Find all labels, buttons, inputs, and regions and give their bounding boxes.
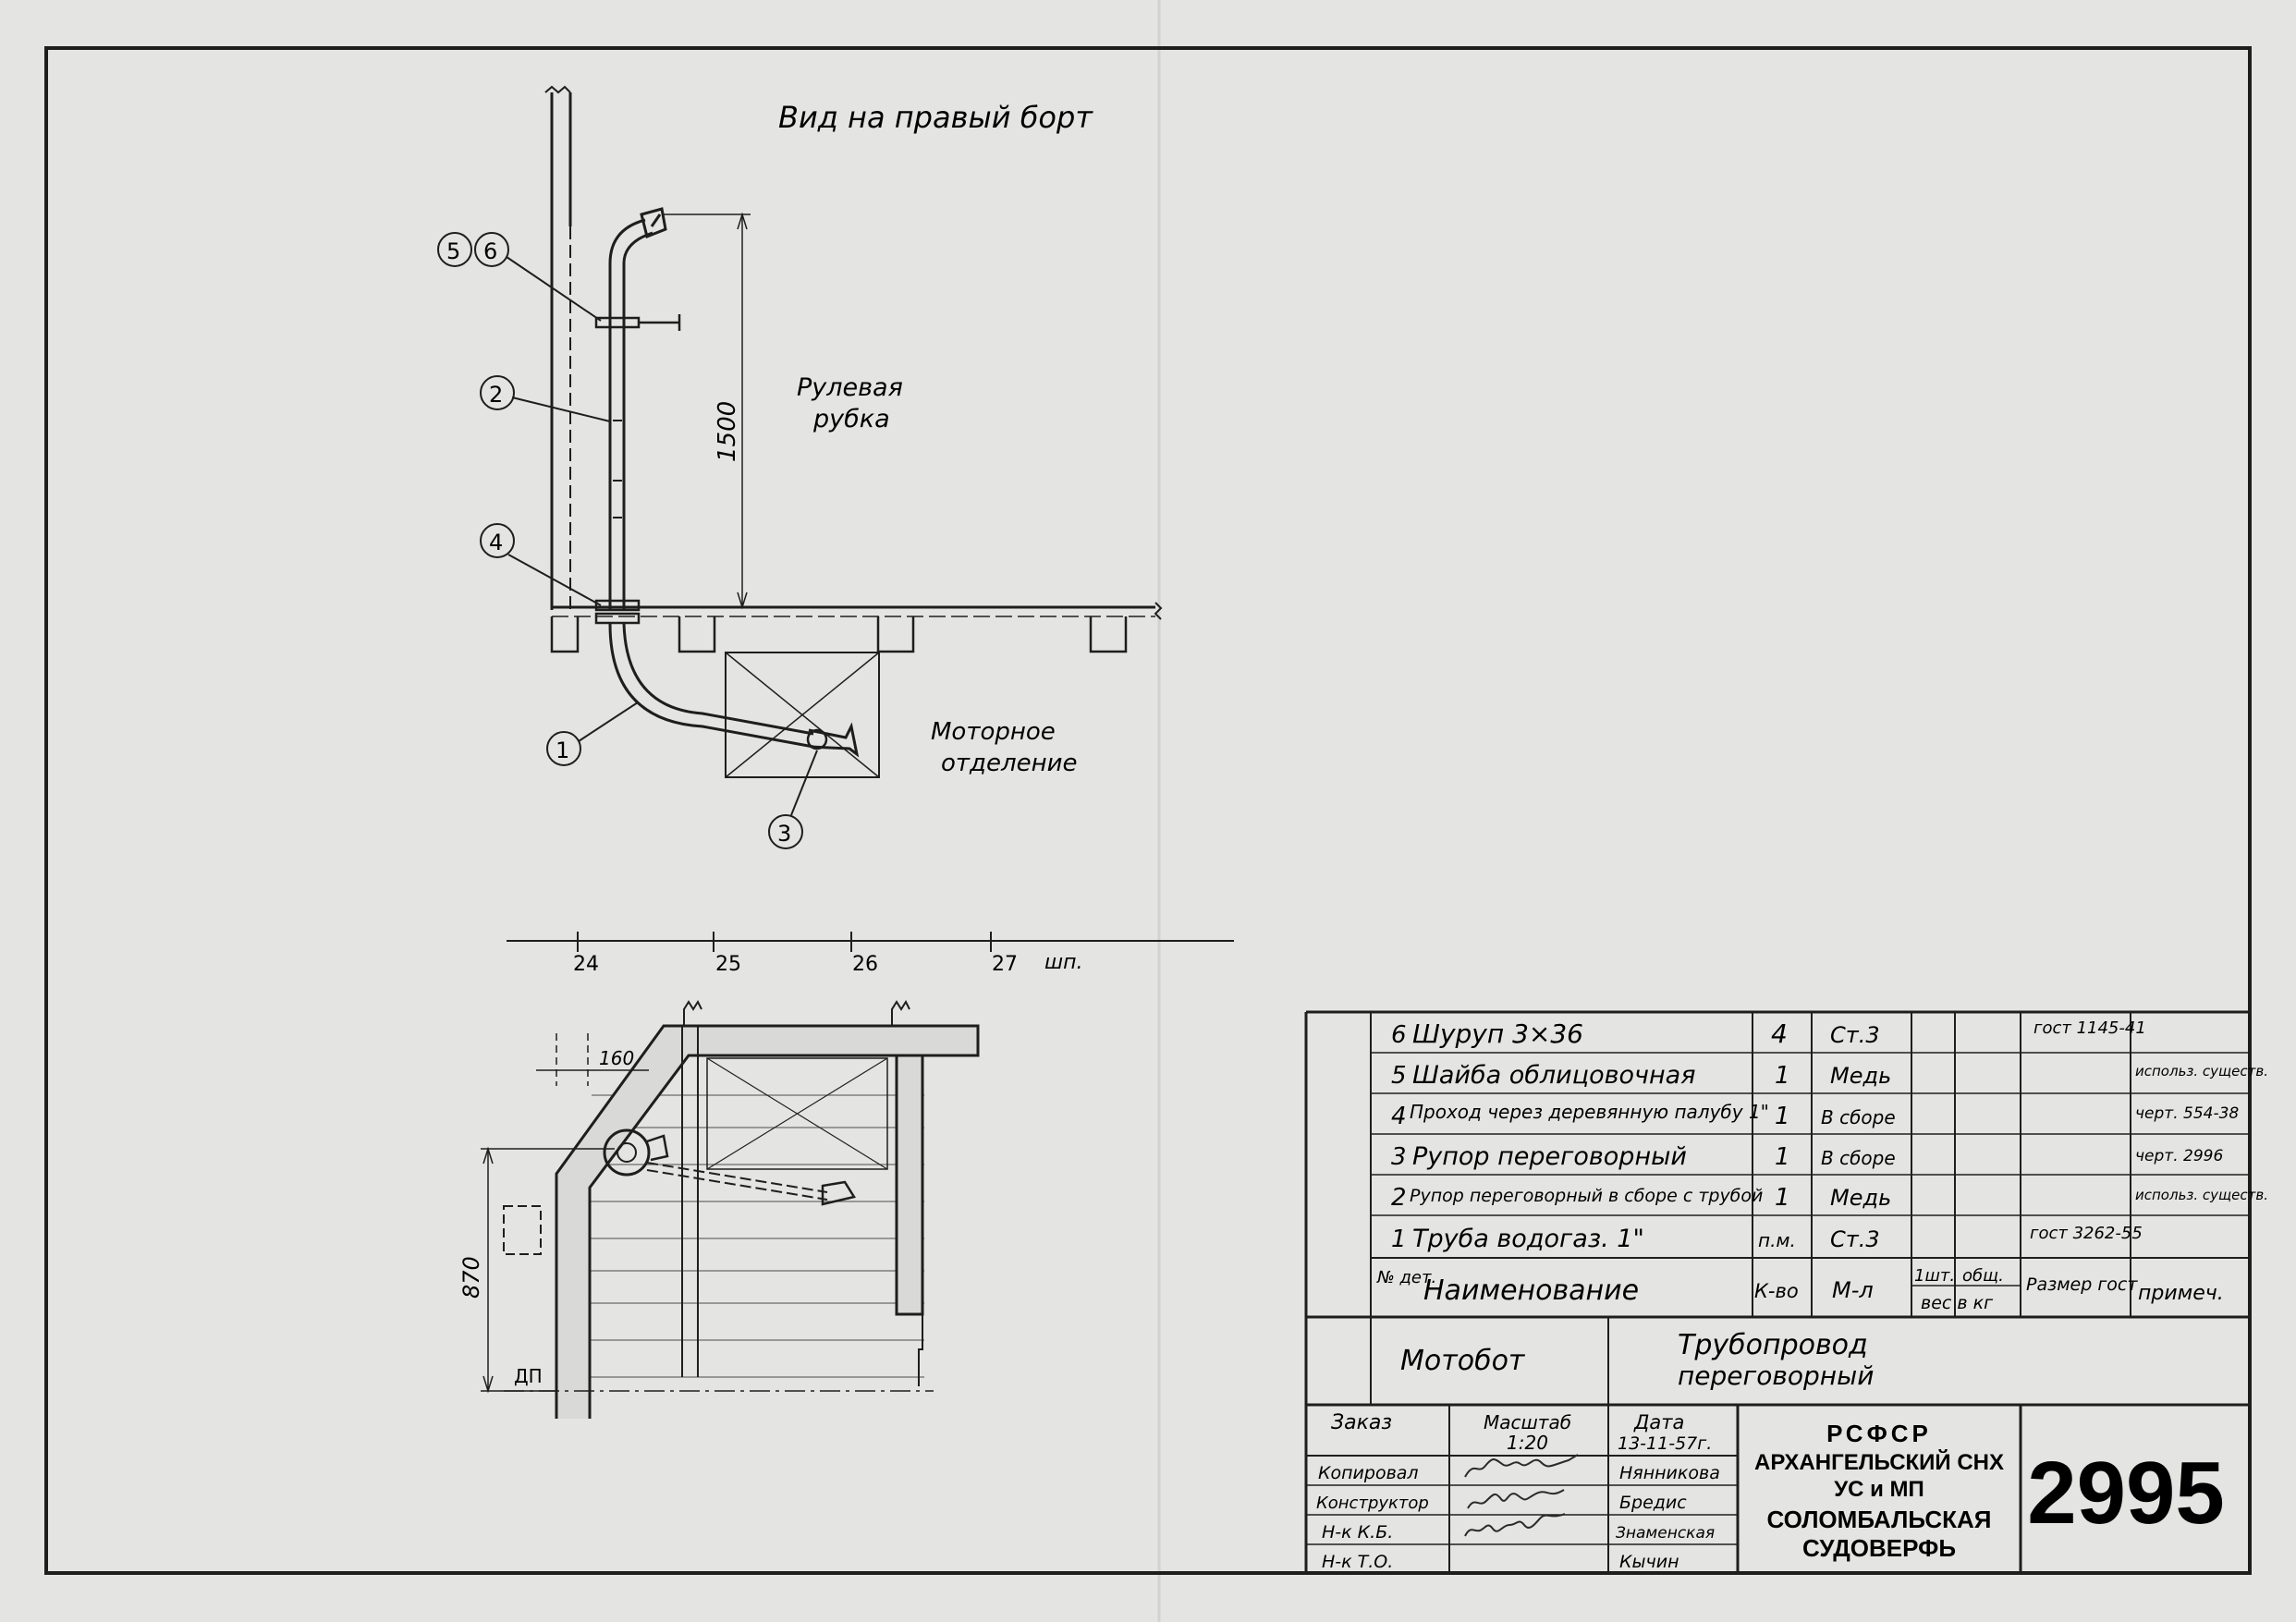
order-label: Заказ <box>1331 1411 1392 1434</box>
dp-label: ДП <box>514 1365 543 1387</box>
header-weight-kg: вес в кг <box>1921 1293 1994 1313</box>
dimension-870: 870 <box>458 1256 484 1299</box>
date-value: 13-11-57г. <box>1618 1433 1712 1454</box>
row-qty: 1 <box>1775 1143 1790 1171</box>
row-no: 4 <box>1391 1103 1407 1130</box>
row-no: 5 <box>1391 1062 1407 1090</box>
callouts <box>437 232 818 849</box>
table-row: 1 Труба водогаз. 1" п.м. Ст.3 гост 3262-… <box>1391 1224 2143 1253</box>
table-row: 2 Рупор переговорный в сборе с трубой 1 … <box>1391 1184 2268 1212</box>
row-material: В сборе <box>1821 1106 1896 1128</box>
row-qty: 1 <box>1775 1103 1790 1130</box>
row-size: гост 3262-55 <box>2030 1224 2143 1243</box>
row-note: черт. 554-38 <box>2135 1104 2239 1123</box>
signatures <box>1464 1454 1579 1537</box>
row-note: черт. 2996 <box>2135 1147 2223 1165</box>
row-material: Медь <box>1830 1185 1891 1211</box>
spec-table-header: № дет. Наименование К-во М-л 1шт. общ. в… <box>1376 1266 2224 1313</box>
row-name: Рупор переговорный <box>1412 1142 1687 1171</box>
frame-tick-26: 26 <box>852 953 878 976</box>
header-total-weight: общ. <box>1962 1266 2004 1286</box>
frame-tick-24: 24 <box>573 953 599 976</box>
role-copied: Копировал <box>1318 1463 1419 1483</box>
row-name: Проход через деревянную палубу 1" <box>1410 1101 1769 1123</box>
table-row: 4 Проход через деревянную палубу 1" 1 В … <box>1391 1101 2239 1130</box>
frame-unit: шп. <box>1044 951 1083 974</box>
org-line-3: УС и МП <box>1834 1477 1924 1502</box>
callout-1: 1 <box>556 738 569 763</box>
role-designer: Конструктор <box>1316 1494 1429 1513</box>
callout-6: 6 <box>483 238 497 264</box>
name-head-design: Знаменская <box>1616 1524 1715 1543</box>
view-title: Вид на правый борт <box>778 100 1093 135</box>
row-qty: 1 <box>1775 1184 1790 1212</box>
drawing-number: 2995 <box>2027 1444 2225 1543</box>
row-name: Шайба облицовочная <box>1412 1061 1695 1090</box>
role-head-design: Н-к К.Б. <box>1322 1522 1393 1543</box>
date-label: Дата <box>1633 1411 1684 1433</box>
spec-table-grid <box>1304 1010 2250 1573</box>
header-size: Размер гост <box>2026 1274 2138 1295</box>
frame-tick-27: 27 <box>992 953 1018 976</box>
header-name: Наименование <box>1423 1274 1639 1307</box>
org-line-1: РСФСР <box>1826 1420 1932 1447</box>
engine-room-label-2: отделение <box>941 750 1078 777</box>
object-name: Мотобот <box>1400 1345 1526 1377</box>
engine-room-label-1: Моторное <box>931 718 1056 746</box>
row-name: Рупор переговорный в сборе с трубой <box>1410 1186 1763 1206</box>
header-qty: К-во <box>1754 1280 1799 1302</box>
name-designer: Бредис <box>1619 1493 1687 1513</box>
row-no: 2 <box>1391 1184 1407 1212</box>
header-no: № дет. <box>1376 1268 1436 1287</box>
table-row: 6 Шуруп 3×36 4 Ст.3 гост 1145-41 <box>1391 1018 2146 1049</box>
frame-tick-25: 25 <box>715 953 741 976</box>
row-name: Шуруп 3×36 <box>1412 1018 1583 1049</box>
row-qty: п.м. <box>1758 1229 1796 1251</box>
row-size: гост 1145-41 <box>2033 1018 2146 1038</box>
row-material: Ст.3 <box>1830 1226 1880 1252</box>
name-head-tech: Кычин <box>1619 1552 1679 1572</box>
title-line-2: переговорный <box>1678 1360 1874 1391</box>
table-row: 5 Шайба облицовочная 1 Медь использ. сущ… <box>1391 1061 2268 1090</box>
dimension-1500: 1500 <box>714 401 741 462</box>
scale-label: Масштаб <box>1484 1411 1571 1433</box>
row-no: 6 <box>1391 1021 1407 1049</box>
row-qty: 4 <box>1771 1018 1788 1049</box>
row-qty: 1 <box>1775 1062 1790 1090</box>
row-material: Ст.3 <box>1830 1022 1880 1048</box>
title-line-1: Трубопровод <box>1678 1329 1868 1361</box>
plan-view <box>481 999 980 1419</box>
header-material: М-л <box>1832 1277 1874 1303</box>
row-note: использ. существ. <box>2135 1063 2268 1079</box>
callout-3: 3 <box>777 821 791 847</box>
org-line-2: АРХАНГЕЛЬСКИЙ СНХ <box>1754 1449 2004 1475</box>
header-note: примеч. <box>2138 1282 2224 1305</box>
scale-value: 1:20 <box>1507 1432 1548 1454</box>
callout-2: 2 <box>489 382 503 408</box>
callout-4: 4 <box>489 530 503 555</box>
name-copied: Нянникова <box>1619 1463 1720 1483</box>
dimension-160: 160 <box>599 1047 634 1069</box>
row-no: 3 <box>1391 1143 1407 1171</box>
org-line-4: СОЛОМБАЛЬСКАЯ <box>1766 1506 1991 1533</box>
row-no: 1 <box>1391 1226 1407 1253</box>
callout-5: 5 <box>446 238 460 264</box>
row-material: Медь <box>1830 1063 1891 1089</box>
sheet-border <box>44 46 2252 1575</box>
role-head-tech: Н-к Т.О. <box>1322 1552 1393 1572</box>
wheelhouse-label-1: Рулевая <box>797 373 903 402</box>
table-row: 3 Рупор переговорный 1 В сборе черт. 299… <box>1391 1142 2223 1171</box>
side-view <box>544 85 1163 778</box>
row-material: В сборе <box>1821 1147 1896 1169</box>
row-note: использ. существ. <box>2135 1187 2268 1203</box>
frame-scale <box>507 932 1234 952</box>
row-name: Труба водогаз. 1" <box>1412 1225 1644 1253</box>
wheelhouse-label-2: рубка <box>812 405 890 433</box>
org-line-5: СУДОВЕРФЬ <box>1802 1534 1956 1562</box>
spec-table-rows: 6 Шуруп 3×36 4 Ст.3 гост 1145-41 5 Шайба… <box>1391 1018 2268 1253</box>
header-unit-weight: 1шт. <box>1914 1266 1955 1286</box>
